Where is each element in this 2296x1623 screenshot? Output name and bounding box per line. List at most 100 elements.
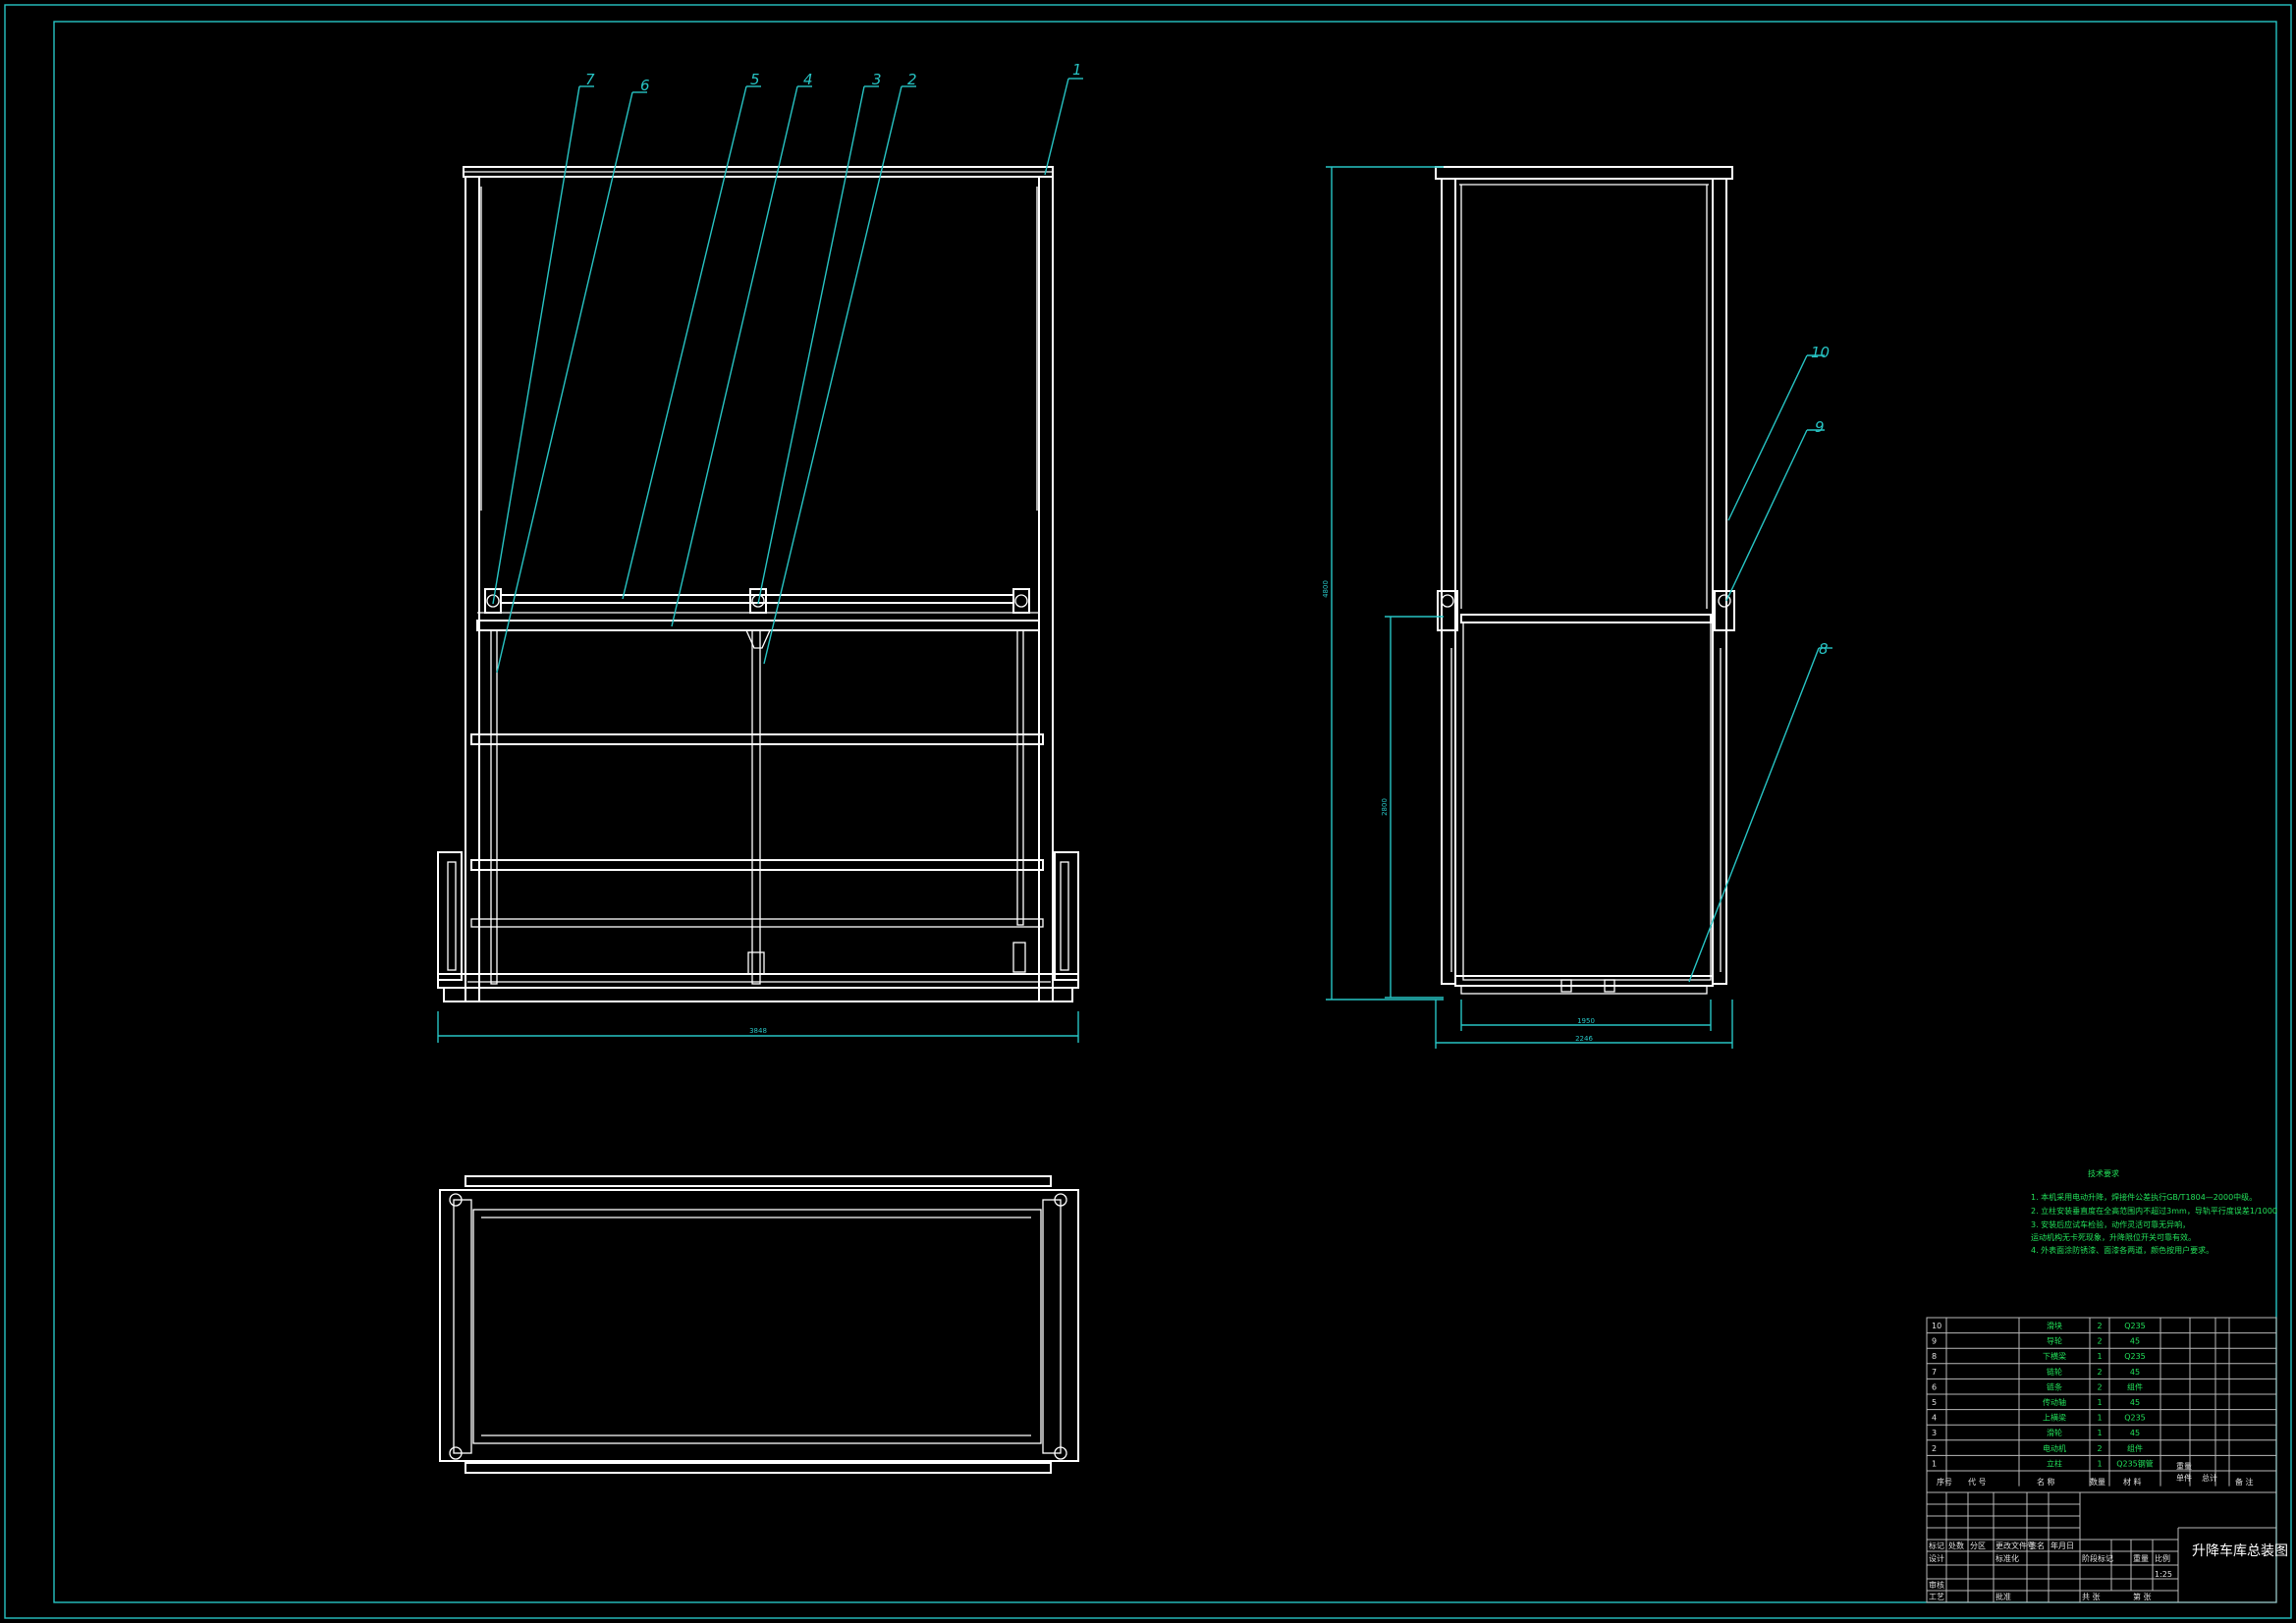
bom-cell-name: 立柱 xyxy=(2047,1458,2062,1468)
tb-mark: 标记 xyxy=(1929,1541,1944,1550)
balloon-8: 8 xyxy=(1819,640,1829,658)
bom-cell-qty: 2 xyxy=(2097,1444,2102,1453)
balloon-9: 9 xyxy=(1815,418,1825,436)
bom-cell-no: 6 xyxy=(1932,1382,1937,1391)
bom-header-no: 序号 xyxy=(1937,1477,1952,1487)
tech-note-line: 运动机构无卡死现象，升降限位开关可靠有效。 xyxy=(2031,1232,2196,1242)
bom-row: 9 导轮 2 45 xyxy=(1932,1336,2140,1346)
technical-notes: 技术要求 1. 本机采用电动升降，焊接件公差执行GB/T1804—2000中级。… xyxy=(2031,1168,2277,1255)
side-balloon-leaders: 10 9 8 xyxy=(1688,344,1832,983)
bom-row: 1 立柱 1 Q235钢管 xyxy=(1932,1458,2154,1468)
bom-cell-material: 组件 xyxy=(2127,1443,2143,1453)
tb-weight: 重量 xyxy=(2133,1553,2149,1563)
balloon-3: 3 xyxy=(872,71,882,88)
tb-design: 设计 xyxy=(1929,1553,1944,1563)
front-balloon-leaders xyxy=(492,78,1083,674)
bom-cell-name: 滑块 xyxy=(2047,1321,2062,1330)
bom-cell-name: 链条 xyxy=(2047,1381,2062,1391)
bom-cell-no: 8 xyxy=(1932,1352,1937,1361)
bom-row: 10 滑块 2 Q235 xyxy=(1932,1321,2146,1330)
bom-cell-qty: 1 xyxy=(2097,1429,2102,1437)
bom-cell-no: 3 xyxy=(1932,1429,1937,1437)
tech-note-line: 2. 立柱安装垂直度在全高范围内不超过3mm，导轨平行度误差1/1000 xyxy=(2031,1206,2277,1216)
bom-cell-no: 4 xyxy=(1932,1414,1937,1423)
bom-cell-material: Q235 xyxy=(2124,1352,2146,1361)
tech-note-line: 4. 外表面涂防锈漆、面漆各两道，颜色按用户要求。 xyxy=(2031,1245,2214,1255)
title-block: 标记 处数 分区 更改文件号 签名 年月日 设计 标准化 审核 工艺 批准 阶段… xyxy=(1926,1491,2288,1603)
tb-change: 更改文件号 xyxy=(1995,1541,2035,1550)
bom-cell-material: Q235 xyxy=(2124,1322,2146,1330)
bom-cell-name: 滑轮 xyxy=(2047,1428,2062,1437)
bom-cell-name: 传动轴 xyxy=(2043,1397,2066,1407)
bom-cell-material: 45 xyxy=(2130,1398,2140,1407)
bom-cell-name: 电动机 xyxy=(2043,1443,2066,1453)
bom-header-qty: 数量 xyxy=(2090,1477,2105,1487)
balloon-5: 5 xyxy=(750,71,760,88)
bom-header-total: 总计 xyxy=(2202,1473,2217,1483)
bom-cell-no: 10 xyxy=(1932,1322,1941,1330)
bom-cell-qty: 2 xyxy=(2097,1337,2102,1346)
balloon-1: 1 xyxy=(1072,61,1082,79)
bom-cell-no: 2 xyxy=(1932,1444,1937,1453)
bom-cell-name: 导轮 xyxy=(2047,1336,2062,1346)
balloon-10: 10 xyxy=(1811,344,1830,361)
front-view: 3848 xyxy=(437,166,1079,1043)
bom-header-remark: 备 注 xyxy=(2235,1477,2254,1487)
balloon-7: 7 xyxy=(585,71,595,88)
tb-stage: 阶段标记 xyxy=(2082,1553,2113,1563)
balloon-4: 4 xyxy=(803,71,813,88)
tb-zone: 分区 xyxy=(1970,1542,1986,1550)
sheet-border xyxy=(4,4,2292,1619)
bom-cell-material: 45 xyxy=(2130,1368,2140,1377)
bom-cell-no: 5 xyxy=(1932,1398,1937,1407)
bom-header-code: 代 号 xyxy=(1968,1477,1987,1487)
tb-sheet-page: 第 张 xyxy=(2133,1592,2152,1601)
bom-row: 5 传动轴 1 45 xyxy=(1932,1397,2140,1407)
bom-cell-material: 组件 xyxy=(2127,1381,2143,1391)
bom-header-name: 名 称 xyxy=(2037,1477,2055,1487)
tech-note-line: 1. 本机采用电动升降，焊接件公差执行GB/T1804—2000中级。 xyxy=(2031,1192,2257,1202)
tb-approve: 批准 xyxy=(1995,1592,2011,1601)
top-view xyxy=(439,1175,1079,1474)
side-height-dimension: 4800 xyxy=(1322,580,1330,598)
bom-cell-qty: 1 xyxy=(2097,1459,2102,1468)
bom-cell-qty: 1 xyxy=(2097,1352,2102,1361)
tb-count: 处数 xyxy=(1948,1541,1964,1550)
bom-cell-name: 上横梁 xyxy=(2043,1413,2066,1423)
tech-note-line: 3. 安装后应试车检验，动作灵活可靠无异响， xyxy=(2031,1219,2190,1229)
bom-cell-qty: 1 xyxy=(2097,1414,2102,1423)
tb-standard: 标准化 xyxy=(1995,1553,2019,1563)
bom-cell-qty: 2 xyxy=(2097,1322,2102,1330)
balloon-6: 6 xyxy=(640,77,650,94)
bom-cell-material: Q235 xyxy=(2124,1414,2146,1423)
bom-cell-material: 45 xyxy=(2130,1337,2140,1346)
tb-check: 审核 xyxy=(1929,1580,1944,1590)
bom-cell-name: 链轮 xyxy=(2047,1367,2062,1377)
front-width-dimension: 3848 xyxy=(749,1027,767,1035)
bom-weight-header: 重量 xyxy=(2176,1461,2192,1471)
tb-craft: 工艺 xyxy=(1929,1593,1944,1601)
bom-header-material: 材 料 xyxy=(2123,1477,2142,1487)
tech-notes-title: 技术要求 xyxy=(2088,1168,2119,1178)
side-lift-dimension: 2800 xyxy=(1381,798,1389,816)
bom-cell-no: 1 xyxy=(1932,1459,1937,1468)
side-inner-width-dimension: 1950 xyxy=(1577,1017,1595,1025)
tb-scale-value: 1:25 xyxy=(2155,1570,2172,1579)
tb-date: 年月日 xyxy=(2050,1541,2074,1550)
bom-cell-no: 7 xyxy=(1932,1368,1937,1377)
tb-sign: 签名 xyxy=(2029,1541,2045,1550)
bom-cell-qty: 1 xyxy=(2097,1398,2102,1407)
bom-row: 4 上横梁 1 Q235 xyxy=(1932,1413,2146,1423)
balloon-2: 2 xyxy=(907,71,917,88)
bom-cell-material: Q235钢管 xyxy=(2116,1458,2154,1468)
bom-row: 2 电动机 2 组件 xyxy=(1932,1443,2143,1453)
bom-header-unit: 单件 xyxy=(2176,1473,2192,1483)
side-outer-width-dimension: 2246 xyxy=(1575,1035,1593,1043)
bom-cell-no: 9 xyxy=(1932,1337,1937,1346)
